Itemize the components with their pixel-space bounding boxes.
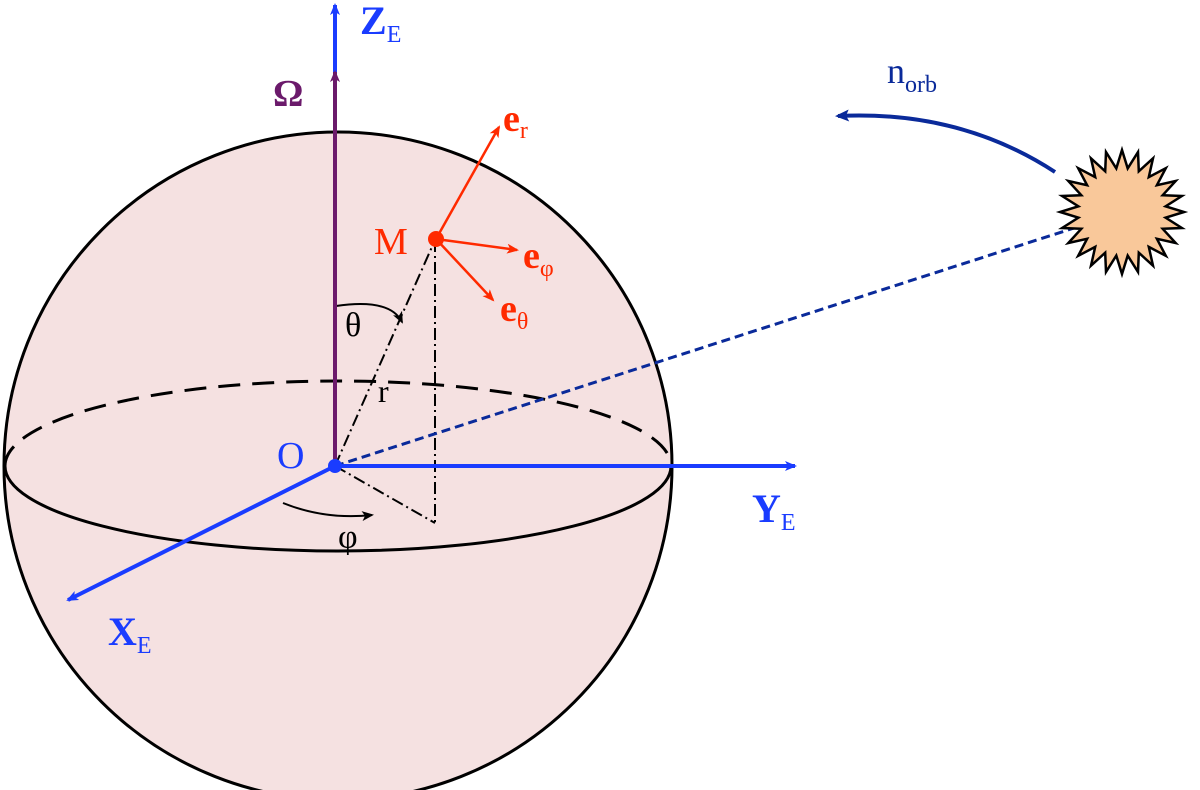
n-orb-label: norb [887,51,937,98]
sun-starburst-icon [1055,145,1189,279]
z-axis-label: ZE [360,0,401,48]
phi-arc [282,502,374,522]
x-axis-label: XE [108,609,152,659]
e-r-label: er [503,98,528,144]
point-m [428,231,444,247]
e-phi-vector [435,237,519,254]
theta-arc [335,303,403,324]
orbit-arrow [835,109,1057,174]
radius-label: r [378,373,389,409]
radius-line [334,239,436,467]
y-axis-label: YE [752,486,796,536]
e-r-vector [434,125,501,240]
equatorial-projection-line [334,465,436,524]
equator-front [3,465,673,553]
omega-label: Ω [273,73,303,115]
x-axis [66,464,336,602]
equator-back [3,379,673,467]
phi-label: φ [338,519,358,556]
e-theta-vector [435,238,495,302]
e-theta-label: eθ [500,288,528,335]
origin-label: O [277,435,304,477]
e-phi-label: eφ [523,235,554,282]
origin-point [328,459,342,473]
point-m-label: M [374,221,408,263]
theta-label: θ [345,307,361,344]
